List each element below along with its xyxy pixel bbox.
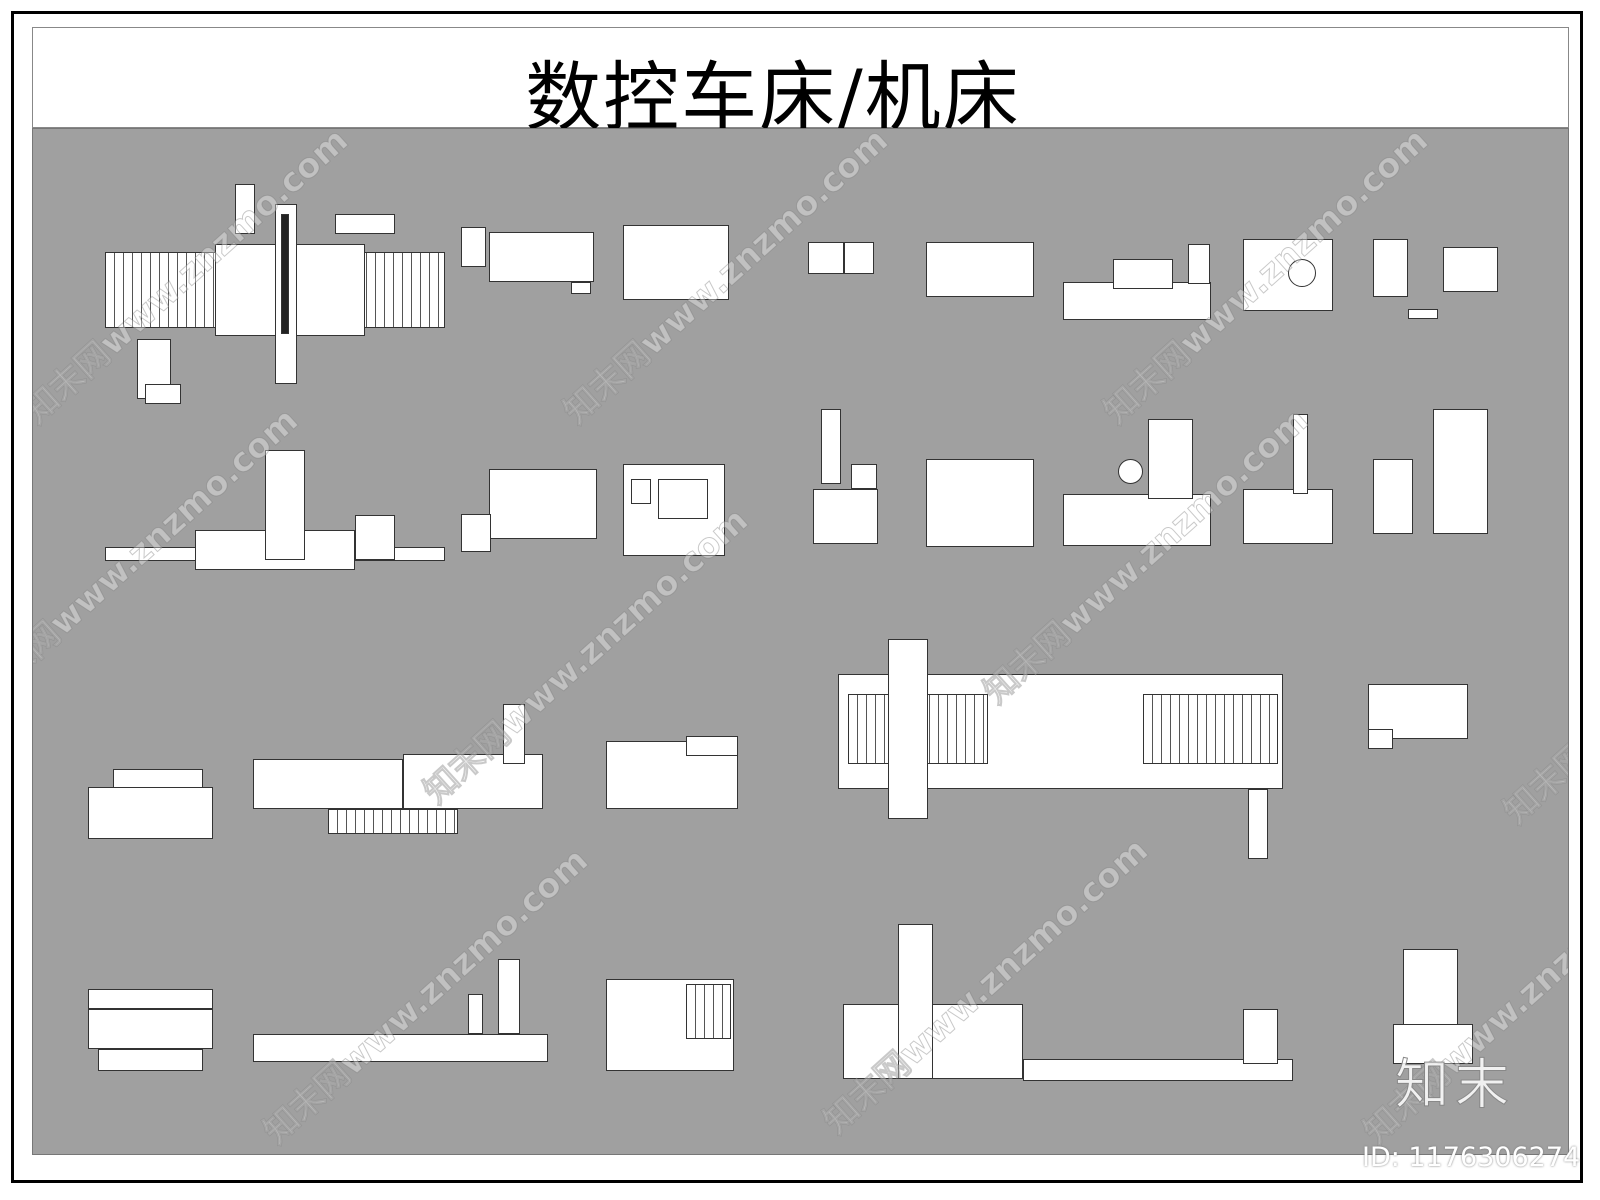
page-title: 数控车床/机床 [525,53,1021,142]
robot-cell-top-view [253,704,553,844]
drill-press [813,409,883,549]
compact-cnc-lathe [623,464,728,559]
electrical-cabinet [926,459,1036,549]
robot-track-side-view [253,959,553,1069]
drawing-frame [11,11,1583,1183]
drawing-canvas: 知末网www.znzmo.com 知末网www.znzmo.com 知末网www… [32,128,1569,1155]
panel-box [926,242,1036,300]
watermark: 知末网www.znzmo.com [1496,520,1569,833]
conventional-lathe [88,989,218,1074]
press-unit-top [1373,239,1503,319]
title-block: 数控车床/机床 [32,27,1569,142]
lathe-end-view [88,769,218,849]
large-gantry-side-view [843,909,1303,1099]
gantry-mill-top-view [105,174,455,404]
edm-machine [1243,414,1338,549]
surface-grinder [1063,244,1213,324]
control-unit [808,242,878,277]
id-label: ID: 1176306274 [1362,1142,1581,1173]
grinding-machine [1063,419,1213,549]
cnc-cabinet [623,225,733,303]
cnc-lathe-front [461,459,601,554]
gantry-mill-side-view [105,445,455,585]
hydraulic-press [1373,409,1503,539]
compact-machining-center [1368,684,1473,754]
watermark-logo: 知末 [1395,1053,1515,1117]
enclosed-cnc-lathe [606,736,741,811]
lathe-front-small [461,227,601,297]
vertical-mill [1368,929,1488,1069]
cnc-lathe-front-panel [606,979,736,1074]
large-gantry-top-view [838,639,1298,864]
watermark: 知末网www.znzmo.com [556,128,897,432]
machining-center-top [1243,239,1338,324]
